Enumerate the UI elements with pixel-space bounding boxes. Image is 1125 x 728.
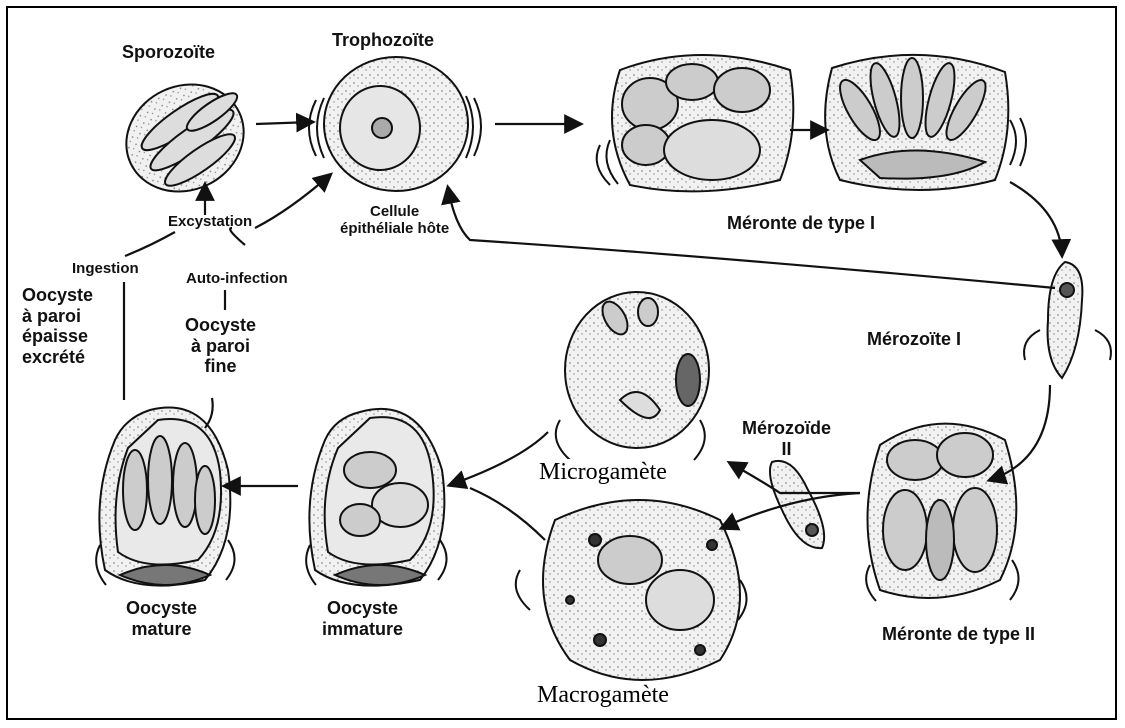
macrogamete-cell — [516, 500, 747, 680]
meronte-type-2-cell — [866, 424, 1018, 601]
label-merozoide-2: Mérozoïde II — [742, 418, 831, 459]
label-oocyste-paroi-epaisse: Oocyste à paroi épaisse excrété — [22, 285, 93, 368]
arrow-to-merozoite-1 — [1010, 182, 1062, 255]
line-auto-infection — [230, 228, 245, 245]
label-oocyste-paroi-fine: Oocyste à paroi fine — [185, 315, 256, 377]
arrow-microgamete-to-oocyst — [450, 432, 548, 485]
label-microgamete: Microgamète — [536, 459, 670, 486]
line-ingestion — [125, 232, 175, 256]
label-macrogamete: Macrogamète — [534, 682, 672, 709]
microgamete-cell — [556, 292, 709, 460]
label-meronte-type-2: Méronte de type II — [882, 624, 1035, 645]
meronte-type-1-mature-cell — [825, 55, 1026, 190]
sporozoite-cell — [109, 66, 262, 211]
label-sporozoite: Sporozoïte — [122, 42, 215, 63]
label-excystation: Excystation — [168, 213, 252, 230]
arrow-macrogamete-to-oocyst — [470, 488, 545, 540]
label-oocyste-mature: Oocyste mature — [126, 598, 197, 639]
oocyste-mature-cell — [96, 408, 234, 586]
label-host-cell: Cellule épithéliale hôte — [340, 203, 449, 238]
trophozoite-cell — [309, 57, 481, 191]
meronte-type-1-cell — [597, 55, 794, 191]
label-meronte-type-1: Méronte de type I — [727, 213, 875, 234]
arrow-merozoite-1-to-trophozoite — [448, 188, 1055, 288]
arrow-sporozoite-to-trophozoite — [256, 122, 312, 124]
label-merozoite-1: Mérozoïte I — [867, 329, 961, 350]
label-auto-infection: Auto-infection — [186, 270, 288, 287]
label-ingestion: Ingestion — [72, 260, 139, 277]
merozoide-2-cell — [770, 461, 824, 548]
oocyste-immature-cell — [306, 409, 446, 586]
label-oocyste-immature: Oocyste immature — [322, 598, 403, 639]
merozoite-1-cell — [1024, 262, 1111, 378]
arrow-excystation-to-trophozoite — [255, 175, 330, 228]
label-trophozoite: Trophozoïte — [332, 30, 434, 51]
